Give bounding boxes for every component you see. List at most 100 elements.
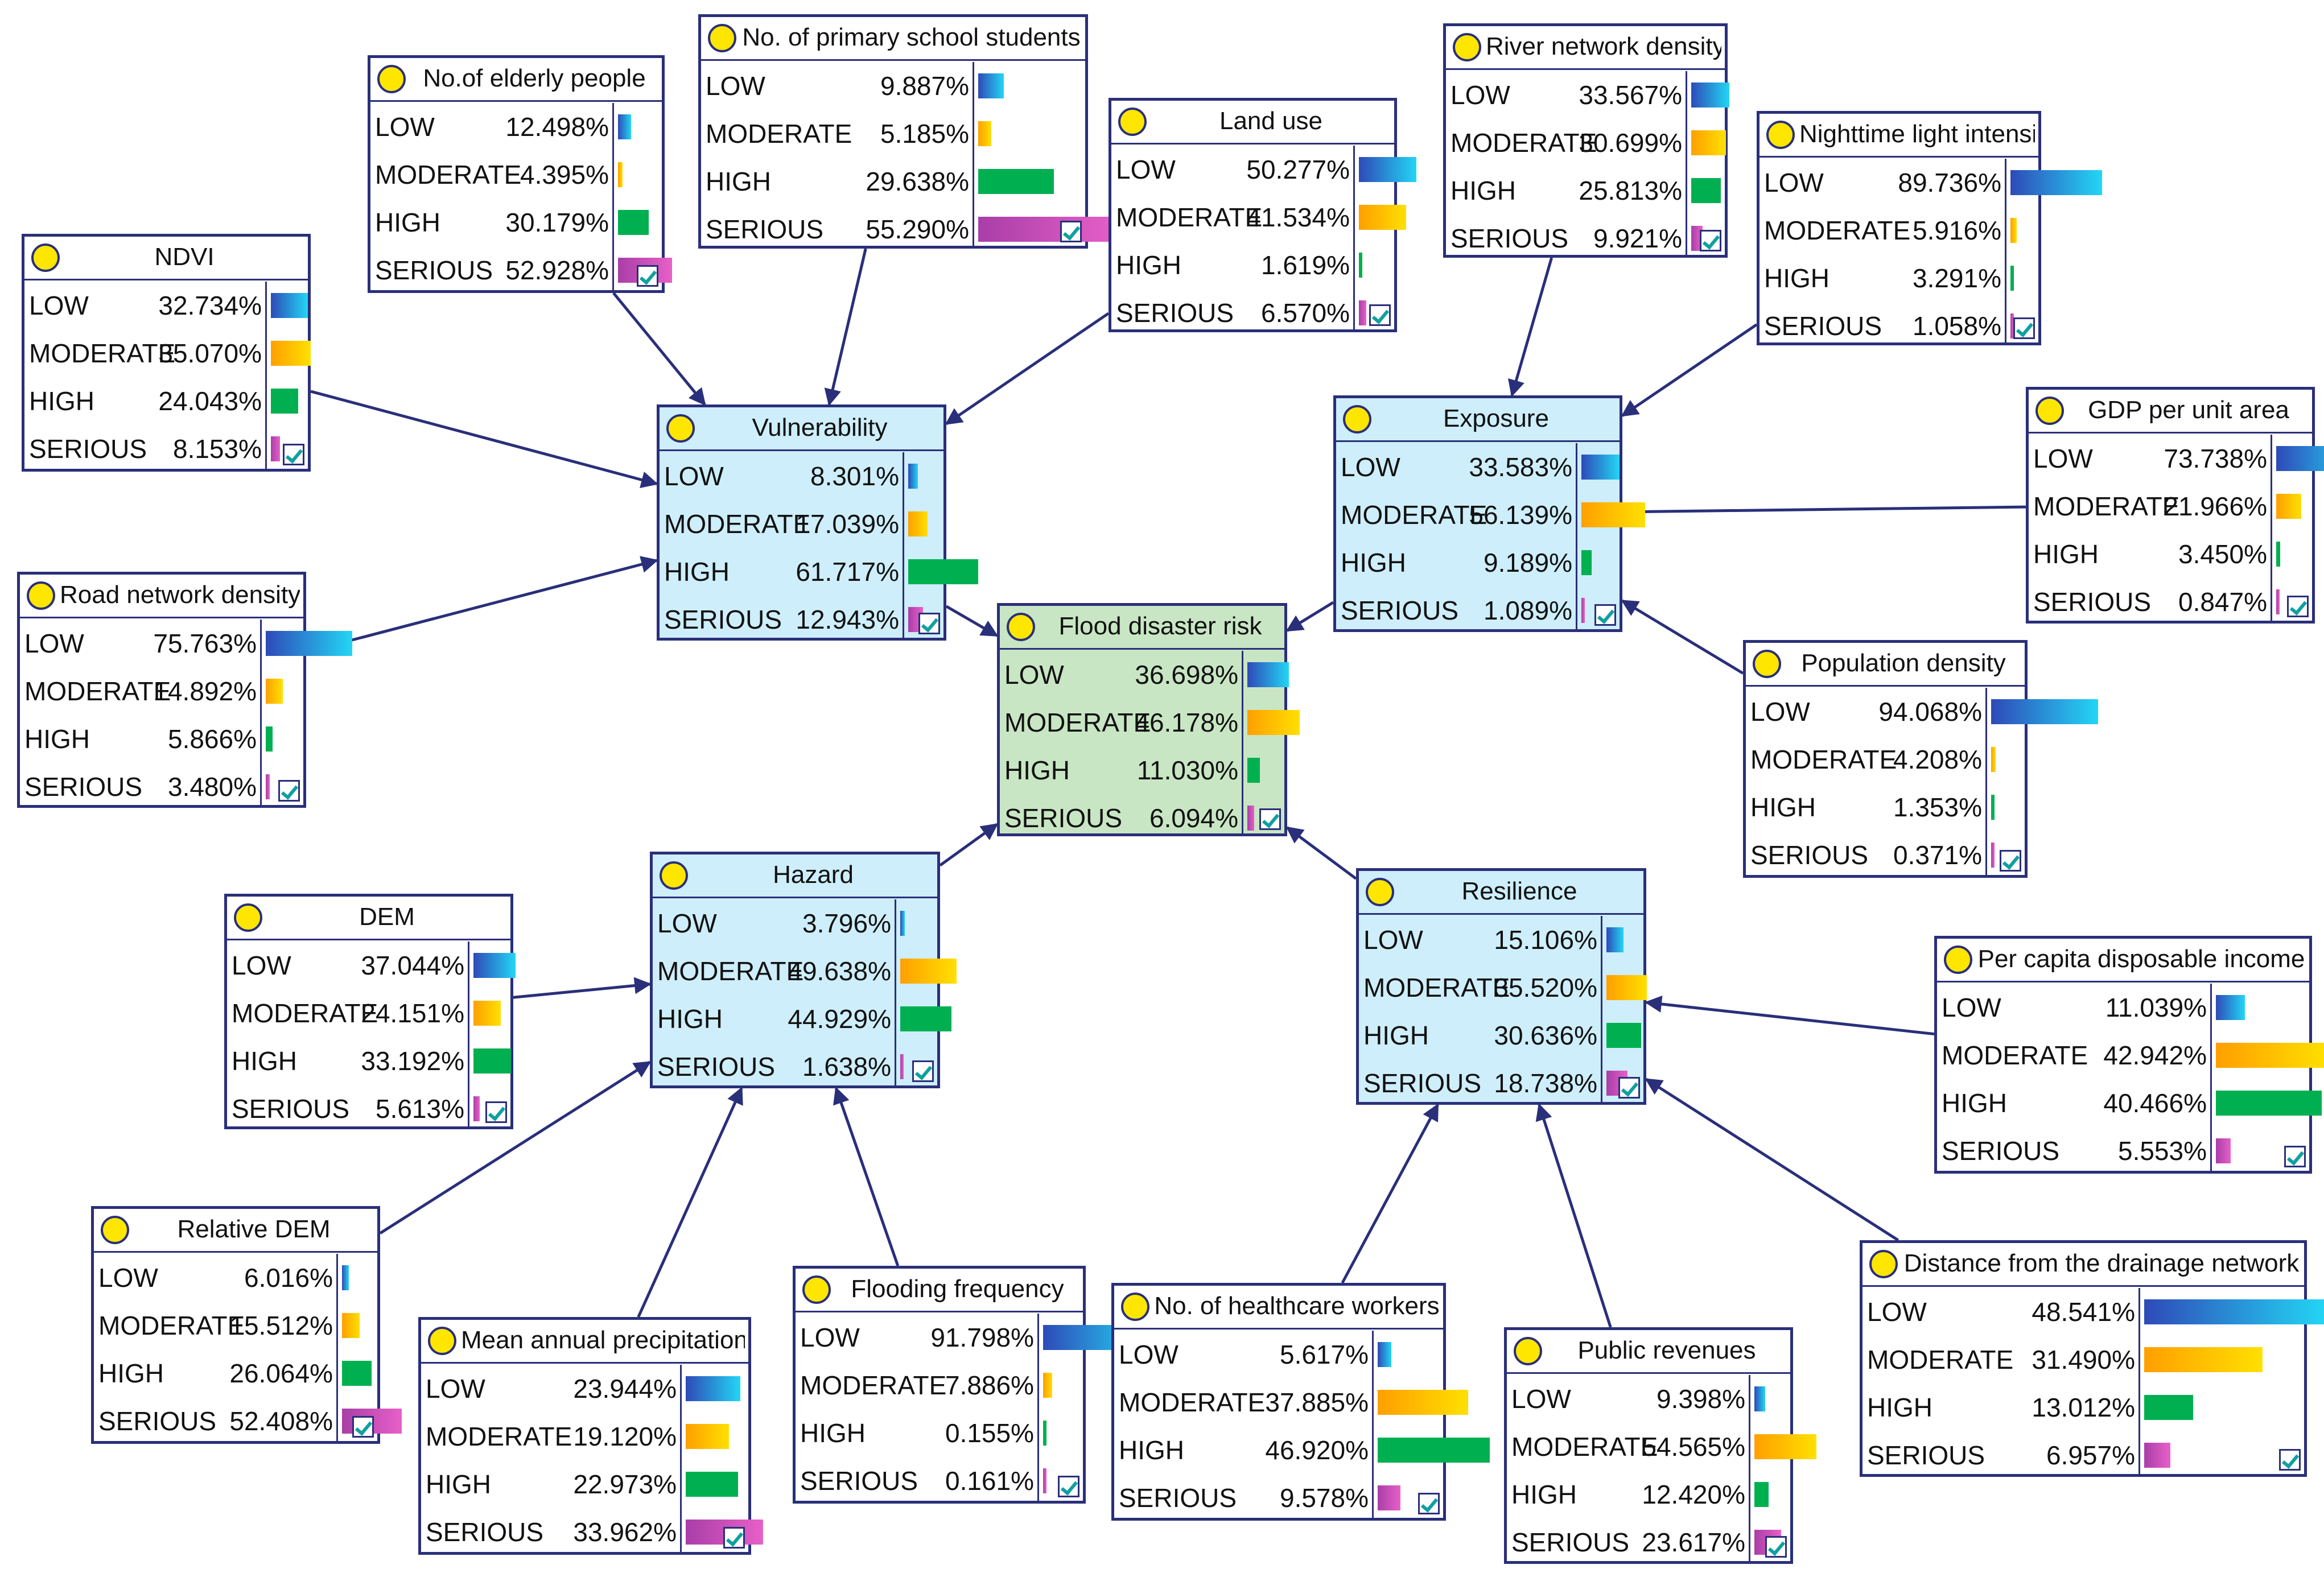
checkbox-checked-icon[interactable] [283, 444, 304, 465]
state-percent: 12.420% [1642, 1480, 1745, 1509]
node-header: Nighttime light intensity [1760, 114, 2038, 158]
probability-bar [1754, 1386, 1765, 1411]
checkbox-checked-icon[interactable] [352, 1416, 374, 1438]
checkbox-checked-icon[interactable] [723, 1527, 745, 1549]
probability-bar [342, 1265, 349, 1290]
probability-bar [2276, 589, 2280, 614]
probability-bar [686, 1424, 729, 1449]
checkbox-checked-icon[interactable] [2000, 850, 2021, 872]
node-title: DEM [359, 903, 415, 931]
probability-bar [1359, 300, 1366, 325]
state-percent: 0.371% [1893, 840, 1982, 870]
state-percent: 3.796% [802, 909, 891, 938]
probability-bar [266, 774, 270, 799]
checkbox-checked-icon[interactable] [1060, 221, 1082, 242]
state-percent: 23.617% [1642, 1527, 1745, 1557]
divider [1749, 1375, 1750, 1561]
state-percent: 52.408% [229, 1406, 333, 1436]
checkbox-checked-icon[interactable] [2287, 596, 2309, 617]
checkbox-checked-icon[interactable] [1058, 1476, 1079, 1497]
checkbox-checked-icon[interactable] [912, 1060, 934, 1082]
state-percent: 23.944% [573, 1374, 677, 1403]
state-row: SERIOUS 5.613% [227, 1085, 510, 1133]
edge-reldem-to-hazard [379, 1060, 652, 1235]
checkbox-checked-icon[interactable] [1618, 1077, 1640, 1099]
yellow-circle-icon [1766, 121, 1795, 149]
state-percent: 1.058% [1912, 311, 2001, 341]
divider [1686, 71, 1687, 255]
state-label: HIGH [664, 557, 730, 587]
checkbox-checked-icon[interactable] [637, 265, 658, 287]
checkbox-checked-icon[interactable] [1594, 604, 1616, 626]
state-percent: 37.885% [1265, 1388, 1369, 1417]
checkbox-checked-icon[interactable] [2279, 1449, 2301, 1471]
yellow-circle-icon [234, 903, 262, 932]
checkbox-checked-icon[interactable] [1765, 1536, 1787, 1558]
node-header: Per capita disposable income [1937, 939, 2309, 982]
probability-bar [1378, 1438, 1490, 1463]
state-percent: 52.928% [505, 255, 609, 285]
state-percent: 35.070% [158, 338, 262, 368]
checkbox-checked-icon[interactable] [1369, 304, 1391, 326]
checkbox-checked-icon[interactable] [485, 1101, 507, 1123]
checkbox-checked-icon[interactable] [918, 613, 940, 634]
checkbox-checked-icon[interactable] [1700, 230, 1721, 251]
edge-popdensity-to-exposure [1621, 599, 1744, 675]
state-label: MODERATE [1764, 216, 1911, 245]
probability-bar [342, 1361, 372, 1386]
probability-bar [2010, 218, 2017, 243]
probability-bar [271, 389, 298, 414]
checkbox-checked-icon[interactable] [2284, 1146, 2306, 1167]
node-title: Nighttime light intensity [1799, 120, 2035, 148]
checkbox-checked-icon[interactable] [2013, 317, 2035, 339]
state-percent: 5.613% [375, 1094, 464, 1124]
checkbox-checked-icon[interactable] [278, 780, 300, 802]
checkbox-checked-icon[interactable] [1418, 1493, 1440, 1514]
probability-bar [2276, 494, 2301, 519]
node-title: Flood disaster risk [1058, 612, 1262, 640]
state-percent: 19.120% [573, 1422, 677, 1451]
state-label: LOW [800, 1323, 860, 1352]
yellow-circle-icon [428, 1327, 456, 1355]
checkbox-checked-icon[interactable] [1259, 808, 1281, 830]
state-label: SERIOUS [232, 1094, 350, 1124]
edge-elderly-to-vulnerability [612, 292, 706, 406]
probability-bar [2010, 266, 2014, 291]
